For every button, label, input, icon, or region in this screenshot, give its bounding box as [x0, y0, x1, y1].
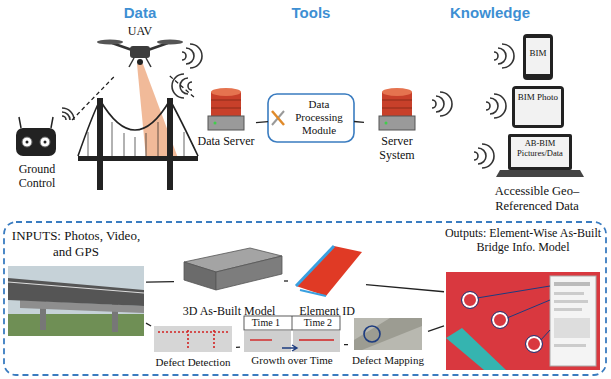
bridge-illustration [78, 98, 198, 190]
server-icon [208, 88, 244, 130]
server-node: Server System [364, 84, 430, 166]
wireless-signal [62, 44, 514, 168]
connector-line [366, 285, 444, 292]
node-label: AB-BIM Pictures/Data [511, 138, 569, 158]
ground-control-node: Ground Control [2, 118, 72, 194]
tablet-icon [512, 86, 564, 128]
laptop-node: AB-BIM Pictures/Data [498, 134, 582, 180]
node-label: UAV [110, 24, 170, 38]
node-label: 3D As-Built Model [174, 304, 284, 318]
phone-icon [523, 34, 553, 80]
laptop-icon [496, 134, 584, 177]
output-panel: Outputs: Element-Wise As-Built Bridge In… [444, 226, 602, 372]
connector-line [344, 344, 348, 345]
server-icon [379, 88, 415, 130]
connector-line [354, 121, 364, 123]
phone-node: BIM [523, 34, 553, 80]
tablet-node: BIM Photo [512, 86, 564, 128]
defect-panel: Defect Detection [150, 326, 236, 374]
node-label: Outputs: Element-Wise As-Built Bridge In… [444, 226, 602, 255]
server-node: Data Server [196, 84, 256, 166]
connector-line [146, 281, 174, 283]
defect-detection-image [154, 326, 232, 352]
node-label: Ground Control [2, 162, 72, 191]
node-label: Growth over Time [240, 354, 344, 367]
node-label: Element ID [288, 304, 366, 318]
dashed-region [4, 222, 606, 375]
growth-panel: Time 1Time 2 Growth over Time [240, 316, 344, 372]
node-label: Server System [364, 134, 430, 163]
connector-line [72, 76, 115, 120]
remote-control-icon [16, 117, 56, 156]
tools-icon [272, 111, 284, 125]
node-label: Defect Mapping [348, 354, 428, 367]
node-label: BIM Photo [516, 92, 560, 103]
node-label: BIM [526, 48, 550, 59]
connector-line [256, 121, 268, 123]
module-box-outline [268, 94, 354, 142]
node-label: Time 2 [292, 316, 344, 330]
node-label: INPUTS: Photos, Video, and GPS [6, 228, 146, 259]
bim-output-image [446, 272, 600, 370]
caption-label: Accessible Geo–Referenced Data [468, 184, 606, 214]
connector-line [236, 347, 240, 349]
drone-icon [97, 40, 183, 68]
node-label: Data Processing Module [286, 98, 352, 138]
defect-mapping-image [354, 318, 422, 350]
model-panel: 3D As-Built Model [174, 240, 284, 322]
node-label: Defect Detection [150, 356, 236, 369]
process-box: Data Processing Module [268, 94, 354, 142]
connector-line [284, 280, 288, 281]
connector-line [170, 76, 196, 99]
column-heading: Knowledge [430, 4, 550, 22]
node-label: Data Server [196, 134, 256, 148]
3d-model-image [184, 248, 282, 290]
input-panel: INPUTS: Photos, Video, and GPS [6, 228, 146, 338]
uav-node: UAV [110, 24, 170, 76]
connector-line [146, 323, 151, 326]
column-heading: Tools [271, 4, 351, 22]
element-panel: Element ID [288, 240, 366, 322]
column-heading: Data [95, 4, 185, 22]
node-label: Time 1 [240, 316, 292, 330]
mapping-panel: Defect Mapping [348, 318, 428, 372]
element-id-image [296, 246, 362, 296]
connector-line [428, 326, 444, 331]
bridge-photo [8, 266, 144, 336]
